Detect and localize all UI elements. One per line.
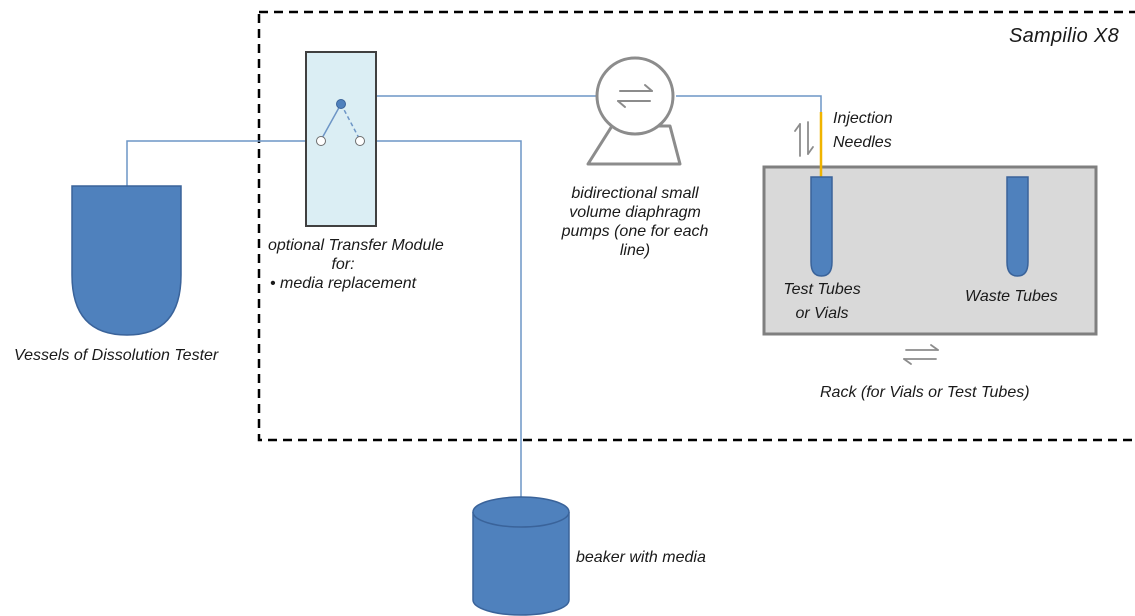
valve-switch [316, 99, 365, 146]
valve-port-left [316, 136, 326, 146]
transfer-module-label: optional Transfer Module for: • media re… [268, 236, 444, 293]
test-tubes-label: Test Tubes or Vials [760, 278, 884, 326]
rack-label: Rack (for Vials or Test Tubes) [820, 384, 1030, 401]
vessels-label: Vessels of Dissolution Tester [14, 347, 219, 364]
waste-tube [1006, 176, 1029, 277]
needle-motion-icon [794, 121, 814, 157]
test-tubes-label-line: Test Tubes [783, 281, 861, 298]
pump-label-line: line) [619, 242, 651, 259]
pump-label-line: pumps (one for each [561, 223, 709, 240]
transfer-module-label-line: • media replacement [269, 275, 417, 292]
pump-arrows-icon [617, 84, 653, 108]
transfer-module-label-line: optional Transfer Module [268, 237, 444, 254]
pump-outlet-line [676, 95, 822, 112]
pump-symbol [586, 56, 682, 166]
pump-label-line: bidirectional small [571, 185, 699, 202]
pump-inlet-line [340, 95, 596, 104]
beaker-shape [472, 496, 570, 616]
injection-needles-label-line: Injection [833, 110, 893, 127]
rack-motion-icon [903, 344, 939, 365]
pump-label: bidirectional small volume diaphragm pum… [535, 184, 735, 260]
system-title: Sampilio X8 [1008, 25, 1119, 47]
tubing-lines [126, 95, 822, 500]
vessel-shape [71, 185, 182, 336]
vessel-line [126, 140, 321, 188]
valve-port-right [355, 136, 365, 146]
system-boundary [257, 10, 1135, 442]
valve-pivot [336, 99, 346, 109]
injection-needles-label: Injection Needles [833, 107, 893, 155]
pump-body [595, 56, 675, 136]
injection-needles-label-line: Needles [833, 134, 892, 151]
test-tube [810, 176, 833, 277]
test-tubes-label-line: or Vials [795, 305, 849, 322]
pump-label-line: volume diaphragm [569, 204, 701, 221]
waste-tubes-label: Waste Tubes [965, 288, 1058, 305]
transfer-module-label-line: for: [331, 256, 355, 273]
beaker-line [360, 140, 522, 500]
beaker-label: beaker with media [576, 549, 706, 566]
